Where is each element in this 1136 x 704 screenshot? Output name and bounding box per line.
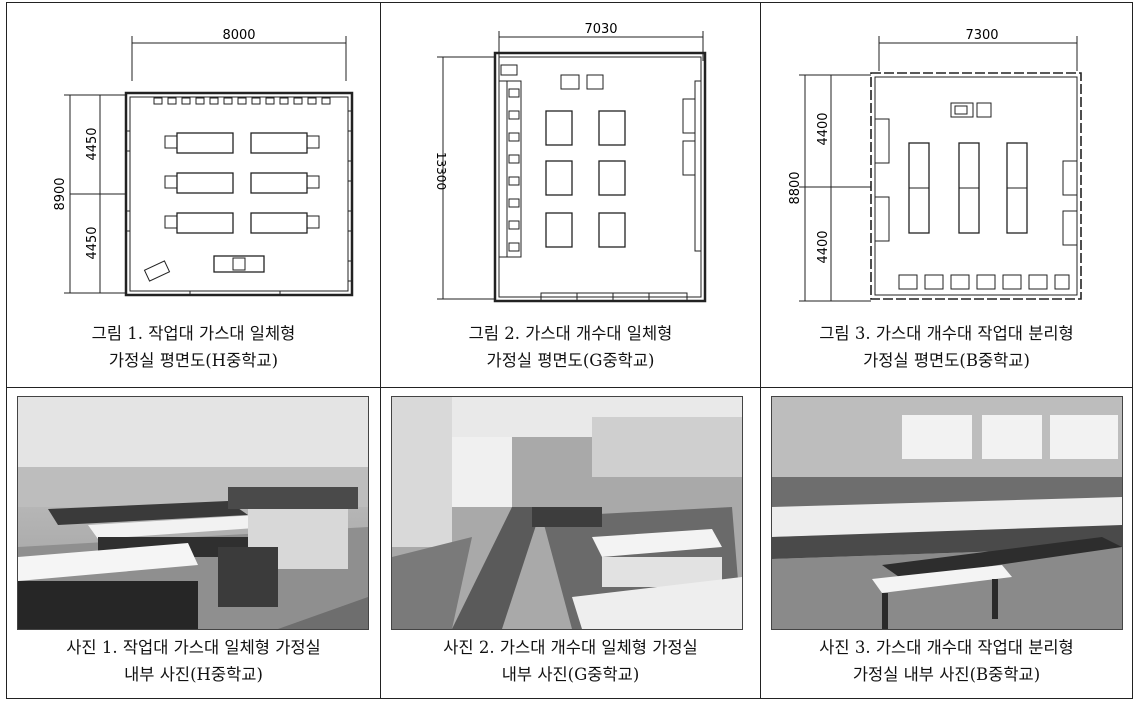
floor-plan-1: 8000 8900 4450 4450 xyxy=(53,28,353,297)
floor-plan-row: 8000 8900 4450 4450 그림 1. 작업대 가스대 일체형 가정… xyxy=(6,2,1133,388)
figure-1-caption: 그림 1. 작업대 가스대 일체형 가정실 평면도(H중학교) xyxy=(7,320,380,374)
caption-line-2: 가정실 내부 사진(B중학교) xyxy=(852,665,1041,684)
dim-left-total-label: 8900 xyxy=(53,177,68,210)
dim-top-label: 7030 xyxy=(584,22,617,37)
dim-left-upper-label: 4400 xyxy=(816,112,831,145)
caption-line-1: 사진 3. 가스대 개수대 작업대 분리형 xyxy=(819,638,1074,657)
photo-1-cell: 사진 1. 작업대 가스대 일체형 가정실 내부 사진(H중학교) xyxy=(6,387,381,699)
figure-2-cell: 7030 13300 그림 2. 가스대 개수대 일체형 가정실 평면도(G중학… xyxy=(380,2,761,388)
floor-plan-2: 7030 13300 xyxy=(434,22,706,303)
dim-left-upper-label: 4450 xyxy=(85,127,100,160)
dim-top-label: 8000 xyxy=(222,28,255,43)
caption-line-2: 가정실 평면도(H중학교) xyxy=(108,351,279,370)
caption-line-1: 그림 3. 가스대 개수대 작업대 분리형 xyxy=(819,324,1074,343)
caption-line-1: 그림 1. 작업대 가스대 일체형 xyxy=(91,324,296,343)
dim-left-lower-label: 4450 xyxy=(85,226,100,259)
caption-line-1: 사진 1. 작업대 가스대 일체형 가정실 xyxy=(66,638,321,657)
photo-2-cell: 사진 2. 가스대 개수대 일체형 가정실 내부 사진(G중학교) xyxy=(380,387,761,699)
caption-line-2: 가정실 평면도(G중학교) xyxy=(486,351,655,370)
photo-1-caption: 사진 1. 작업대 가스대 일체형 가정실 내부 사진(H중학교) xyxy=(7,634,380,688)
caption-line-2: 내부 사진(G중학교) xyxy=(501,665,640,684)
figure-2-caption: 그림 2. 가스대 개수대 일체형 가정실 평면도(G중학교) xyxy=(381,320,760,374)
photo-3-caption: 사진 3. 가스대 개수대 작업대 분리형 가정실 내부 사진(B중학교) xyxy=(761,634,1132,688)
photo-2-caption: 사진 2. 가스대 개수대 일체형 가정실 내부 사진(G중학교) xyxy=(381,634,760,688)
dim-left-total-label: 13300 xyxy=(434,152,448,190)
figure-3-caption: 그림 3. 가스대 개수대 작업대 분리형 가정실 평면도(B중학교) xyxy=(761,320,1132,374)
interior-photo-2 xyxy=(391,396,743,630)
figure-grid: 8000 8900 4450 4450 그림 1. 작업대 가스대 일체형 가정… xyxy=(6,2,1133,699)
dim-left-total-label: 8800 xyxy=(788,171,803,204)
photo-row: 사진 1. 작업대 가스대 일체형 가정실 내부 사진(H중학교) xyxy=(6,387,1133,699)
caption-line-1: 그림 2. 가스대 개수대 일체형 xyxy=(468,324,673,343)
photo-3-cell: 사진 3. 가스대 개수대 작업대 분리형 가정실 내부 사진(B중학교) xyxy=(760,387,1133,699)
interior-photo-1 xyxy=(17,396,369,630)
caption-line-2: 가정실 평면도(B중학교) xyxy=(863,351,1030,370)
figure-1-cell: 8000 8900 4450 4450 그림 1. 작업대 가스대 일체형 가정… xyxy=(6,2,381,388)
interior-photo-3 xyxy=(771,396,1123,630)
figure-3-cell: 7300 8800 4400 4400 그림 3. 가스대 개수대 작업대 분리… xyxy=(760,2,1133,388)
dim-left-lower-label: 4400 xyxy=(816,230,831,263)
caption-line-1: 사진 2. 가스대 개수대 일체형 가정실 xyxy=(443,638,698,657)
dim-top-label: 7300 xyxy=(965,28,998,43)
floor-plan-3: 7300 8800 4400 4400 xyxy=(788,28,1082,302)
caption-line-2: 내부 사진(H중학교) xyxy=(124,665,263,684)
